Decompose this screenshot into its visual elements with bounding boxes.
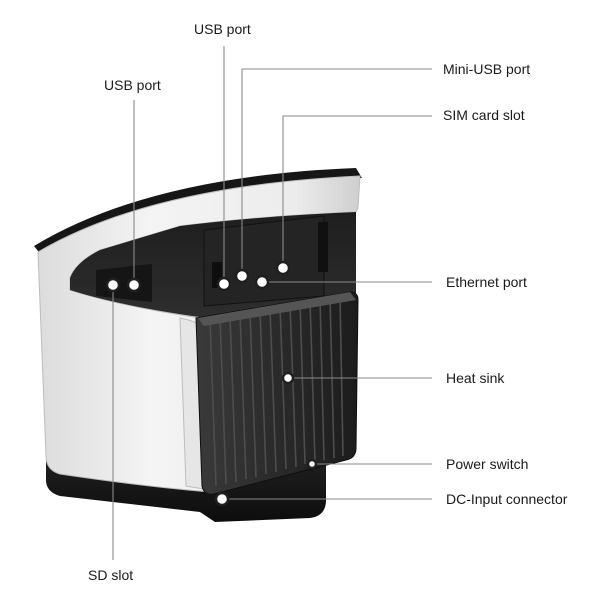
label-sim-card-slot: SIM card slot: [443, 107, 525, 123]
heat-sink-body: [195, 291, 359, 495]
dot-mini-usb: [234, 268, 250, 284]
label-dc-input-connector: DC-Input connector: [446, 491, 568, 507]
label-power-switch: Power switch: [446, 456, 528, 472]
label-ethernet-port: Ethernet port: [446, 274, 527, 290]
heat-sink-top: [198, 292, 356, 326]
device-top-rim: [34, 168, 362, 256]
dot-usb-top: [216, 276, 232, 292]
device-illustration: [34, 168, 362, 522]
label-usb-port-top: USB port: [194, 21, 251, 37]
rear-port-panel: [203, 215, 325, 307]
left-port-recess: [96, 264, 152, 302]
dot-sim-card: [275, 260, 291, 276]
dot-sd-slot: [105, 277, 121, 293]
label-mini-usb-port: Mini-USB port: [443, 61, 530, 77]
label-heat-sink: Heat sink: [446, 370, 505, 386]
dot-heat-sink: [281, 371, 295, 385]
rear-slot-2: [318, 222, 328, 272]
label-usb-port-left: USB port: [104, 77, 161, 93]
leader-sim-card: [282, 115, 432, 268]
leader-lines: [112, 46, 432, 560]
heat-sink-fins: [209, 294, 344, 487]
dot-usb-left: [126, 277, 142, 293]
labels: USB port USB port Mini-USB port SIM card…: [88, 21, 568, 583]
rear-slot: [212, 262, 222, 288]
dot-power-switch: [306, 458, 318, 470]
callout-dots: [105, 260, 318, 507]
dot-ethernet: [254, 274, 270, 290]
leader-mini-usb: [241, 68, 432, 276]
label-sd-slot: SD slot: [88, 567, 133, 583]
dot-dc-input: [214, 491, 230, 507]
